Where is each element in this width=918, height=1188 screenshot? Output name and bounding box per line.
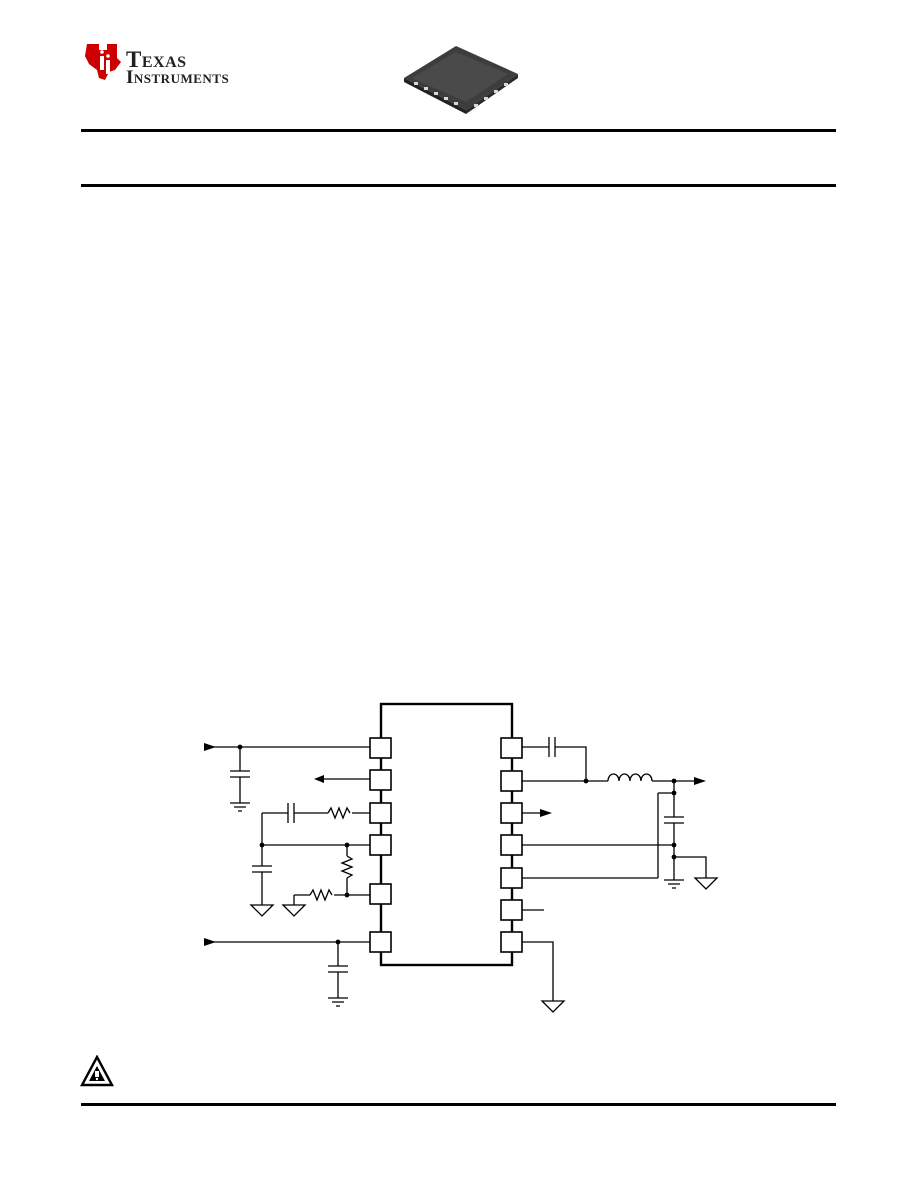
ti-warning-triangle-icon <box>80 1055 114 1087</box>
capacitor-icon <box>548 737 556 757</box>
resistor-icon <box>327 806 351 820</box>
arrow-icon <box>540 809 552 817</box>
capacitor-icon <box>328 965 348 973</box>
ground-icon <box>328 997 348 1007</box>
ic-pin-left-4 <box>369 834 392 856</box>
arrow-icon <box>204 938 216 946</box>
ic-body <box>379 702 514 967</box>
resistor-icon <box>309 888 333 902</box>
qfn-chip-package-icon <box>404 46 518 114</box>
ground-icon <box>540 1000 566 1013</box>
ic-pin-right-4 <box>500 834 523 856</box>
capacitor-icon <box>230 770 250 778</box>
ti-state-logo-icon <box>85 44 121 80</box>
ground-icon <box>249 904 275 917</box>
resistor-icon <box>340 855 354 879</box>
ic-pin-left-2 <box>369 769 392 791</box>
arrow-icon <box>204 743 216 751</box>
arrow-icon <box>694 777 706 785</box>
inductor-icon <box>607 773 653 782</box>
arrow-icon <box>314 775 324 783</box>
ground-icon <box>230 802 250 812</box>
ti-logo-text-line2: Instruments <box>126 67 230 88</box>
ground-icon <box>693 877 719 890</box>
capacitor-icon <box>287 803 295 823</box>
ic-pin-left-1 <box>369 737 392 759</box>
ic-pin-left-5 <box>369 883 392 905</box>
application-schematic <box>204 702 719 1013</box>
ic-pin-left-6 <box>369 931 392 953</box>
ic-pin-right-3 <box>500 802 523 824</box>
ic-pin-right-1 <box>500 737 523 759</box>
capacitor-icon <box>252 865 272 873</box>
header-top-rule <box>81 129 836 132</box>
ic-pin-right-7 <box>500 931 523 953</box>
ic-pin-right-5 <box>500 867 523 889</box>
ic-pin-right-2 <box>500 770 523 792</box>
ground-icon <box>664 879 684 889</box>
ti-logo <box>81 40 271 86</box>
ground-icon <box>281 904 307 917</box>
ic-pin-right-6 <box>500 899 523 921</box>
header-bottom-rule <box>81 184 836 187</box>
footer-rule <box>81 1103 836 1106</box>
ti-logo-text-line1: Texas <box>126 47 187 72</box>
ic-pin-left-3 <box>369 802 392 824</box>
capacitor-icon <box>664 816 684 824</box>
